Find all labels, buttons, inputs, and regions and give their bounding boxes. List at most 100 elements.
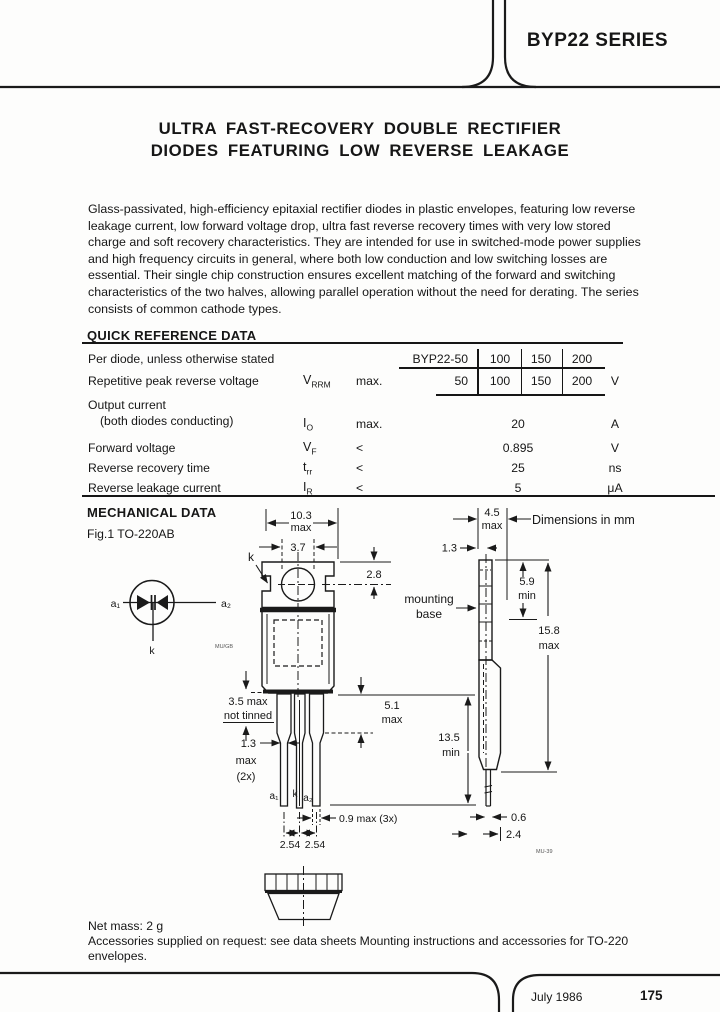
column-separator [477, 349, 479, 394]
side-view-dimensions: 4.5 max 1.3 mounting base 5.9 min 15.8 m… [404, 507, 560, 855]
series-title: BYP22 SERIES [526, 30, 668, 51]
row-label: Repetitive peak reverse voltage [88, 374, 259, 388]
front-lead-length-value: 13.5 [438, 732, 459, 744]
row-label: Output current [88, 398, 166, 412]
row-value: 0.895 [502, 441, 534, 455]
type-header-underline [399, 367, 605, 370]
footer-date: July 1986 [531, 990, 583, 1004]
row-value: 200 [571, 374, 593, 388]
front-shoulder-value: 5.1 [384, 700, 399, 712]
row-label-2: (both diodes conducting) [100, 414, 234, 428]
row-label: Reverse leakage current [88, 481, 221, 495]
front-untinned-label: not tinned [224, 710, 272, 722]
row-unit: ns [608, 461, 622, 475]
symbol-sub: O [306, 422, 314, 433]
side-tab-thickness-value: 1.3 [442, 543, 457, 555]
mechanical-heading: MECHANICAL DATA [87, 505, 217, 520]
front-lead2-label: k [293, 789, 299, 800]
symbol-sub: rr [306, 466, 313, 477]
package-top-view [264, 866, 343, 927]
symbol-sub: F [311, 446, 317, 457]
dimensions-note: Dimensions in mm [532, 513, 635, 527]
row-symbol: IO [303, 416, 313, 433]
footer-decoration [0, 971, 720, 1012]
front-shoulder-qualifier: max [382, 714, 403, 726]
doc-title-line1: ULTRA FAST-RECOVERY DOUBLE RECTIFIER [158, 119, 562, 138]
side-tab-length-value: 5.9 [519, 576, 534, 588]
row-condition: max. [356, 374, 383, 388]
row-unit: A [610, 417, 620, 431]
figure-label: Fig.1 TO-220AB [87, 527, 175, 541]
type-col-header: BYP22-50 [412, 352, 468, 366]
accessories-note: Accessories supplied on request: see dat… [88, 934, 629, 963]
side-body-length-value: 15.8 [538, 625, 559, 637]
column-separator [520, 349, 523, 394]
front-hole-offset-value: 2.8 [366, 569, 381, 581]
symbol-sub: RRM [311, 379, 331, 390]
diode-symbol: a₁ a₂ k MU/GB [111, 579, 233, 657]
front-lead-length-qualifier: min [442, 747, 460, 759]
side-body-length-qualifier: max [539, 640, 560, 652]
row-value: 150 [530, 374, 552, 388]
symbol-base: V [303, 440, 312, 454]
symbol-base: I [303, 480, 307, 494]
front-width-value: 10.3 [290, 510, 311, 522]
voltage-sub-rule [436, 393, 605, 396]
row-symbol: trr [303, 460, 312, 477]
row-condition: max. [356, 417, 383, 431]
front-lead-width-count: (2x) [237, 771, 256, 783]
side-body-thickness-value: 2.4 [506, 829, 521, 841]
front-tab-label: k [248, 550, 255, 564]
row-unit: μA [607, 481, 623, 495]
symbol-base: t [303, 460, 307, 474]
front-untinned-value: 3.5 max [228, 696, 268, 708]
type-col-header: 100 [489, 352, 511, 366]
table-bottom-rule [82, 495, 715, 497]
symbol-base: V [303, 373, 312, 387]
doc-title-line2: DIODES FEATURING LOW REVERSE LEAKAGE [150, 141, 570, 160]
side-drawing-code: MU-39 [536, 849, 553, 855]
row-value: 20 [511, 417, 525, 431]
header-decoration [0, 0, 720, 89]
package-front-view [260, 552, 336, 809]
mounting-base-label1: mounting [404, 592, 453, 606]
row-condition: < [356, 481, 364, 495]
column-separator [561, 349, 564, 394]
symbol-sub: R [306, 486, 313, 497]
symbol-anode2-label: a₂ [221, 598, 231, 610]
front-view-dimensions: 10.3 max 3.7 2.8 k 3.5 max not tinned 1.… [223, 508, 476, 851]
symbol-cathode-label: k [149, 645, 155, 657]
package-side-view [478, 554, 502, 807]
symbol-base: I [303, 416, 307, 430]
row-value: 50 [454, 374, 468, 388]
quick-reference-heading: QUICK REFERENCE DATA [87, 328, 257, 343]
row-symbol: IR [303, 480, 313, 497]
front-pitch2-value: 2.54 [305, 839, 326, 851]
front-pitch1-value: 2.54 [280, 839, 301, 851]
row-value: 25 [511, 461, 525, 475]
net-mass-note: Net mass: 2 g [88, 919, 164, 933]
mechanical-drawing: Dimensions in mm a₁ a₂ k MU/GB [111, 507, 635, 927]
row-condition: < [356, 461, 364, 475]
side-lead-thickness-value: 0.6 [511, 812, 526, 824]
side-width-qualifier: max [482, 520, 503, 532]
mounting-base-label2: base [416, 607, 442, 621]
front-hole-value: 3.7 [290, 542, 305, 554]
row-unit: V [610, 441, 620, 455]
table-note: Per diode, unless otherwise stated [88, 352, 275, 366]
row-symbol: VRRM [303, 373, 331, 390]
front-width-qualifier: max [291, 522, 312, 534]
side-width-value: 4.5 [484, 507, 499, 519]
front-lead-width-value: 1.3 [241, 738, 256, 750]
row-symbol: VF [303, 440, 317, 457]
row-value: 5 [514, 481, 522, 495]
row-label: Reverse recovery time [88, 461, 210, 475]
row-label: Forward voltage [88, 441, 176, 455]
symbol-drawing-code: MU/GB [215, 644, 233, 650]
front-lead-thickness-value: 0.9 max (3x) [339, 813, 397, 825]
footer-page-number: 175 [640, 988, 663, 1003]
front-lead1-label: a₁ [270, 791, 280, 802]
front-lead3-label: a₂ [303, 793, 313, 804]
front-lead-width-qualifier: max [236, 755, 257, 767]
